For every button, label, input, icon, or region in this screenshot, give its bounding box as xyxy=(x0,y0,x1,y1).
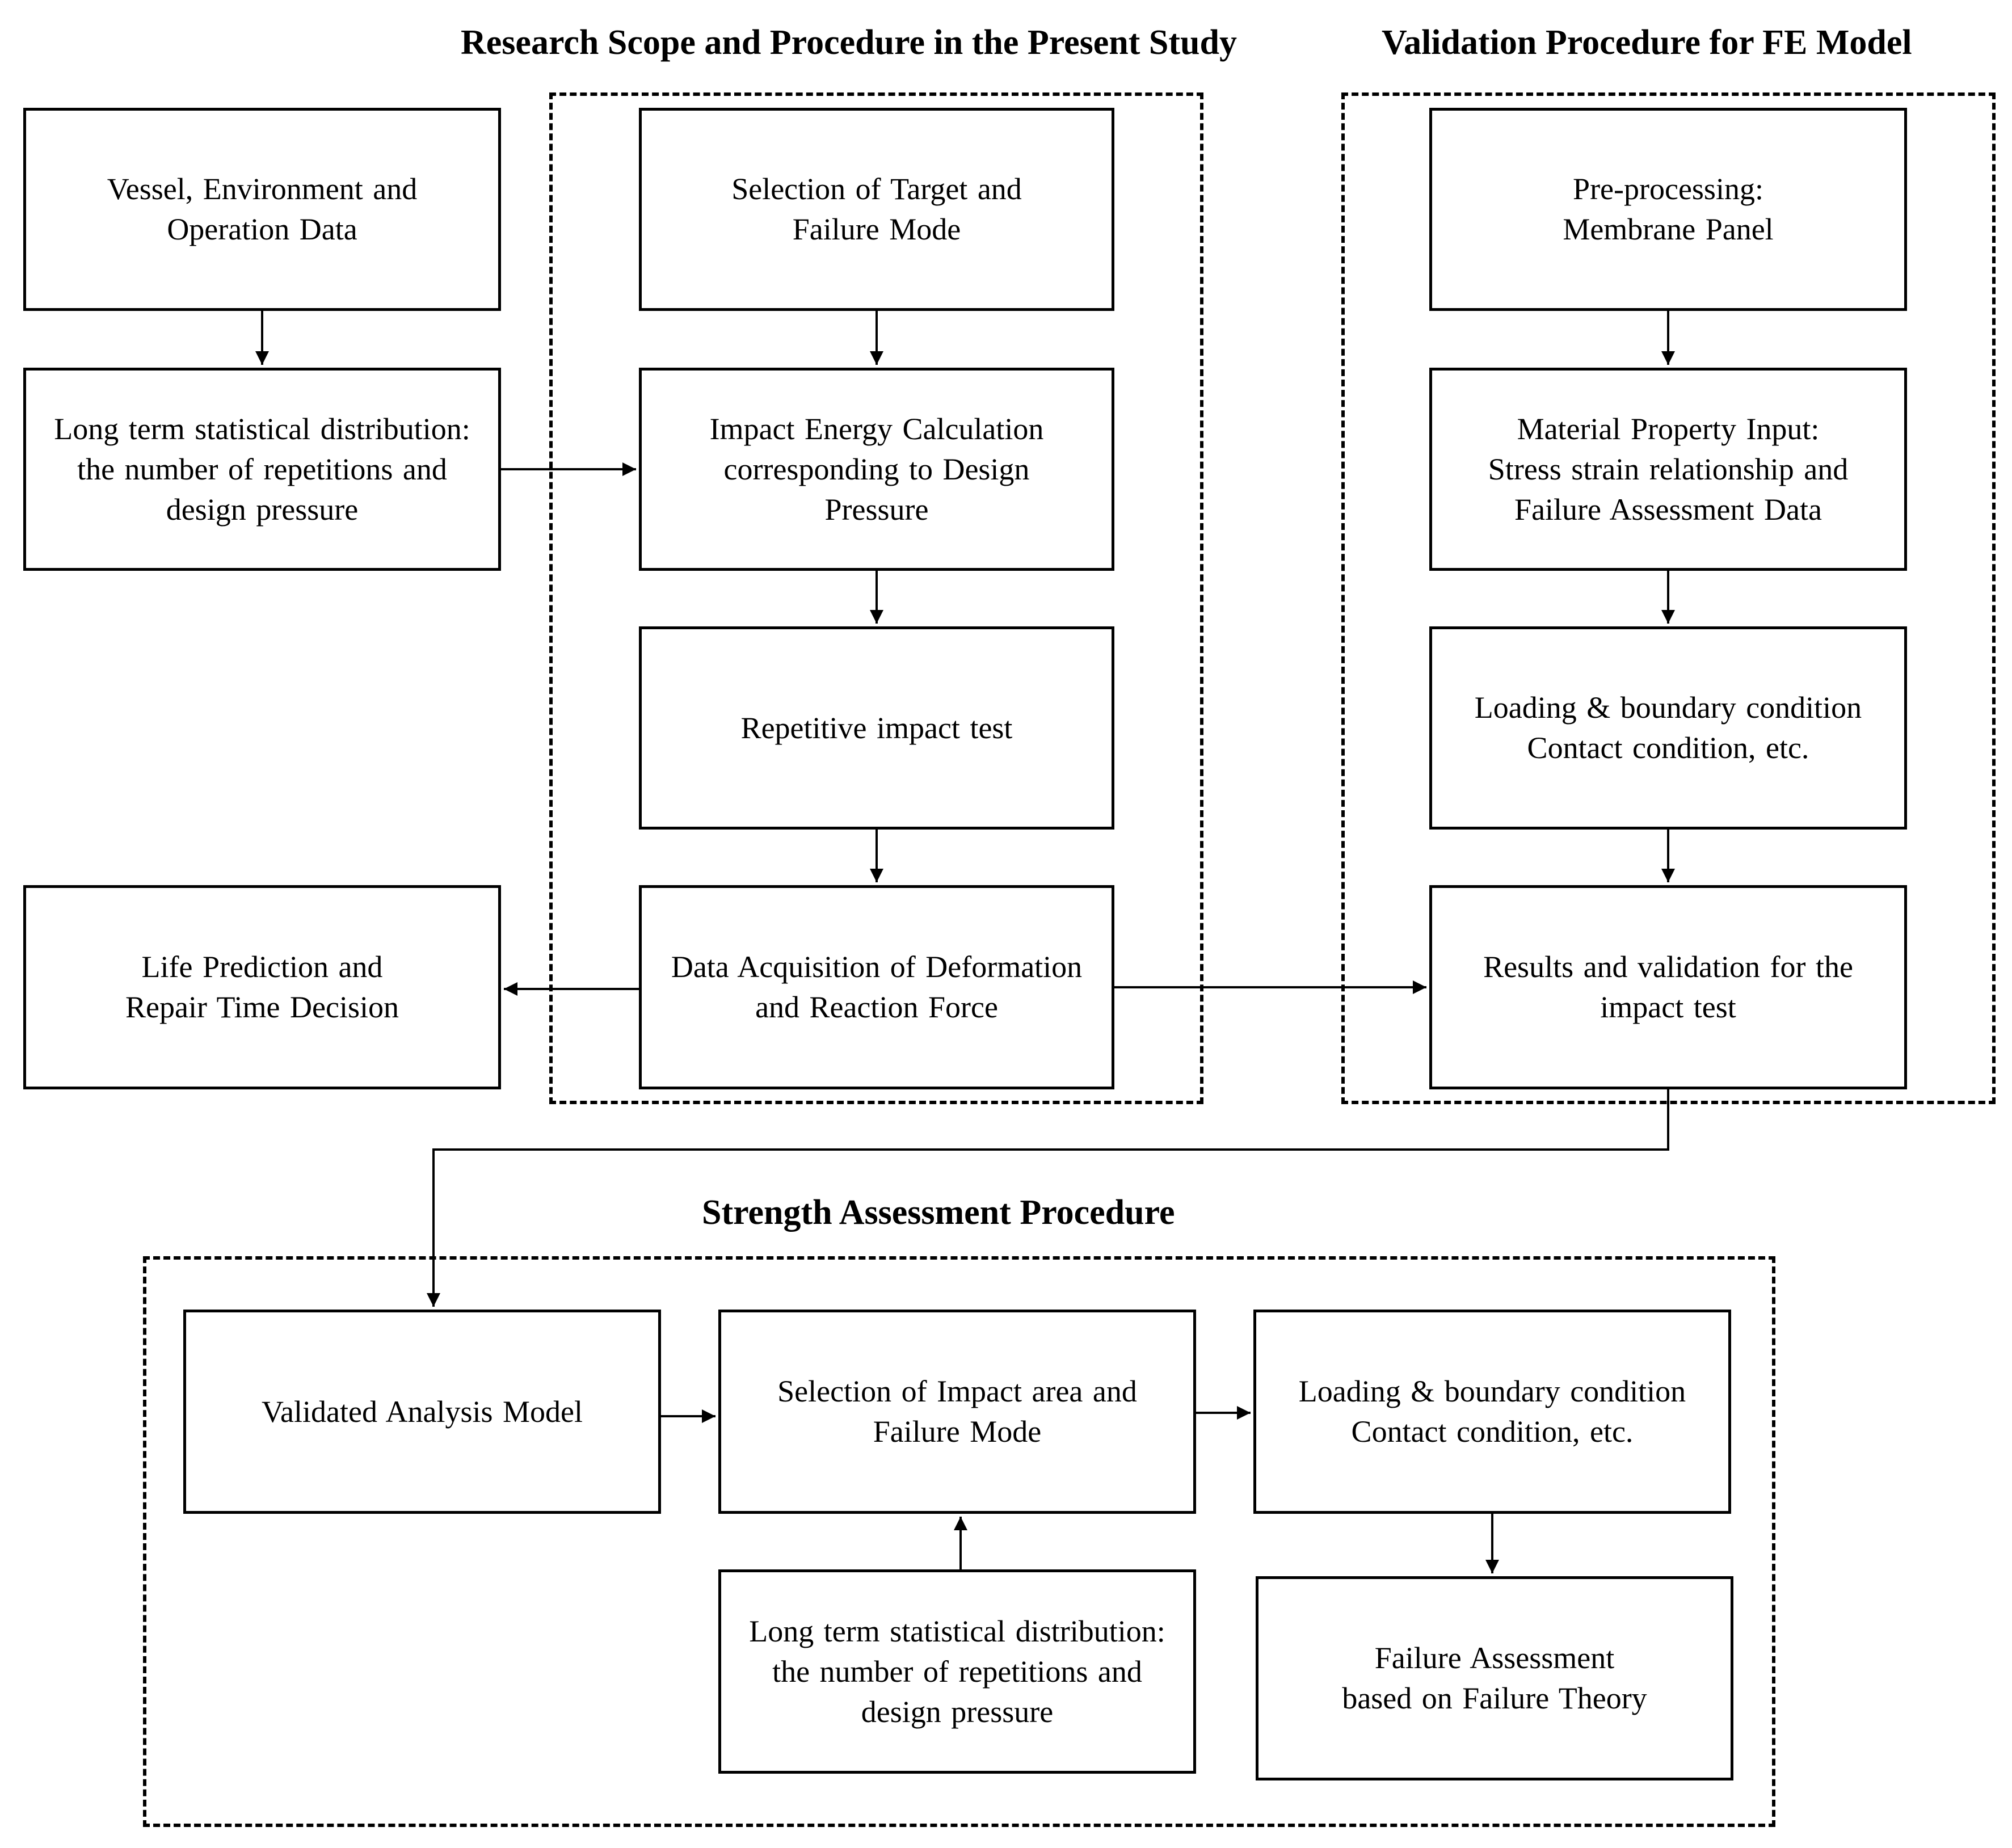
impact-area-selection-box: Selection of Impact area and Failure Mod… xyxy=(718,1310,1196,1514)
life-prediction-label: Life Prediction and Repair Time Decision xyxy=(125,950,399,1024)
target-selection-label: Selection of Target and Failure Mode xyxy=(731,172,1022,246)
validated-model-label: Validated Analysis Model xyxy=(262,1394,583,1429)
impact-energy-box: Impact Energy Calculation corresponding … xyxy=(639,368,1114,571)
material-property-box: Material Property Input: Stress strain r… xyxy=(1429,368,1907,571)
strength-long-term-box: Long term statistical distribution: the … xyxy=(718,1569,1196,1774)
impact-energy-label: Impact Energy Calculation corresponding … xyxy=(709,411,1044,527)
data-acquisition-label: Data Acquisition of Deformation and Reac… xyxy=(671,950,1083,1024)
research-scope-group xyxy=(549,92,1203,1104)
preprocessing-label: Pre-processing: Membrane Panel xyxy=(1563,172,1774,246)
strength-loading-box: Loading & boundary condition Contact con… xyxy=(1253,1310,1731,1514)
impact-area-selection-label: Selection of Impact area and Failure Mod… xyxy=(777,1374,1137,1449)
failure-assessment-box: Failure Assessment based on Failure Theo… xyxy=(1256,1576,1733,1780)
long-term-distribution-label: Long term statistical distribution: the … xyxy=(54,411,470,527)
validation-loading-box: Loading & boundary condition Contact con… xyxy=(1429,626,1907,830)
results-validation-label: Results and validation for the impact te… xyxy=(1483,950,1853,1024)
validation-loading-label: Loading & boundary condition Contact con… xyxy=(1474,691,1862,765)
strength-assessment-group xyxy=(143,1256,1775,1827)
vessel-environment-data-label: Vessel, Environment and Operation Data xyxy=(107,172,418,246)
failure-assessment-label: Failure Assessment based on Failure Theo… xyxy=(1342,1641,1647,1715)
data-acquisition-box: Data Acquisition of Deformation and Reac… xyxy=(639,885,1114,1089)
strength-long-term-label: Long term statistical distribution: the … xyxy=(749,1614,1165,1729)
results-validation-box: Results and validation for the impact te… xyxy=(1429,885,1907,1089)
strength-assessment-title: Strength Assessment Procedure xyxy=(702,1193,1175,1232)
validated-model-box: Validated Analysis Model xyxy=(183,1310,661,1514)
material-property-label: Material Property Input: Stress strain r… xyxy=(1488,411,1849,527)
repetitive-impact-test-label: Repetitive impact test xyxy=(740,710,1013,745)
repetitive-impact-test-box: Repetitive impact test xyxy=(639,626,1114,830)
research-scope-title: Research Scope and Procedure in the Pres… xyxy=(461,23,1237,62)
arrow-results-to-validated-model xyxy=(427,1089,1669,1307)
strength-loading-label: Loading & boundary condition Contact con… xyxy=(1298,1374,1686,1449)
life-prediction-box: Life Prediction and Repair Time Decision xyxy=(23,885,501,1089)
preprocessing-box: Pre-processing: Membrane Panel xyxy=(1429,108,1907,311)
vessel-environment-data-box: Vessel, Environment and Operation Data xyxy=(23,108,501,311)
target-selection-box: Selection of Target and Failure Mode xyxy=(639,108,1114,311)
long-term-distribution-box: Long term statistical distribution: the … xyxy=(23,368,501,571)
validation-procedure-title: Validation Procedure for FE Model xyxy=(1382,23,1912,62)
